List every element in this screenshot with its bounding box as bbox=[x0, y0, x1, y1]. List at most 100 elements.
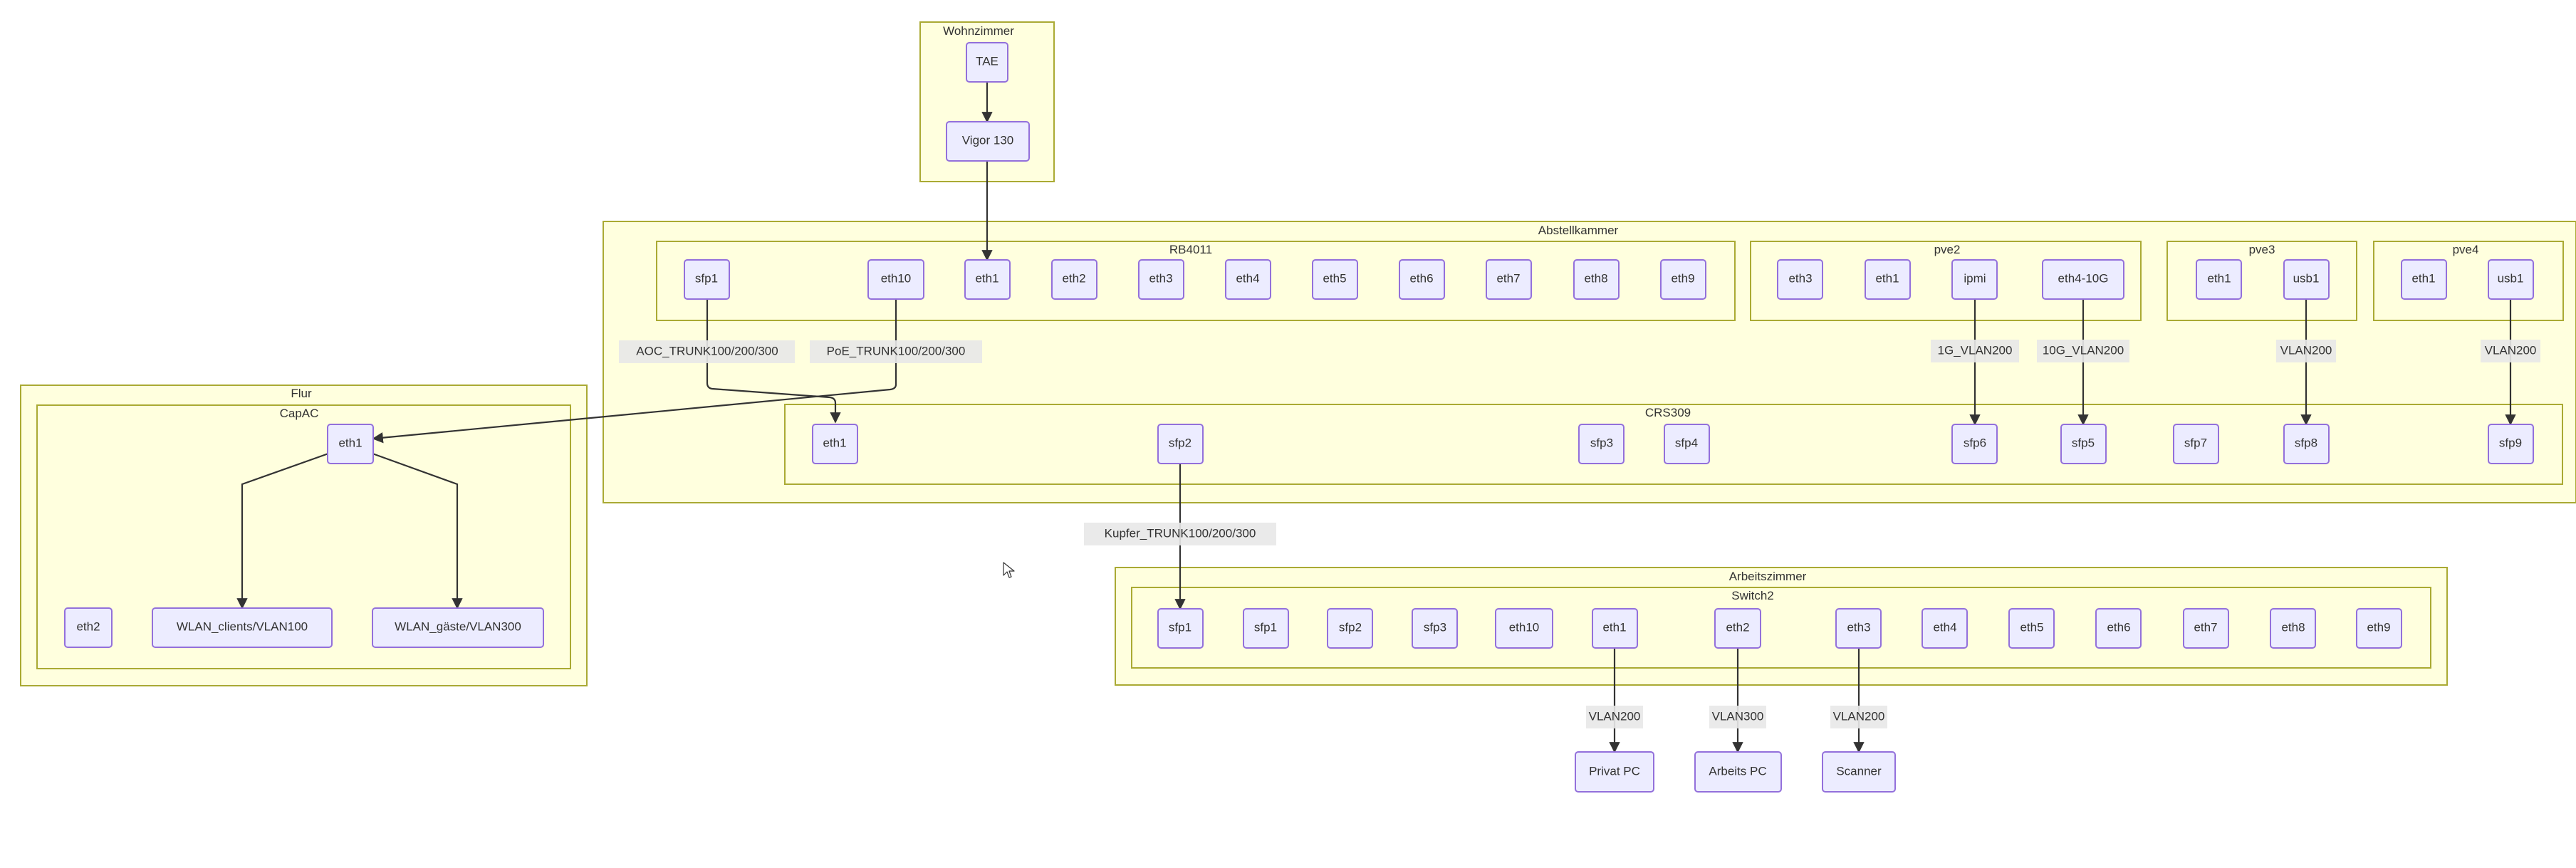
node-switch2-eth1[interactable]: eth1 bbox=[1592, 608, 1638, 649]
svg-text:sfp2: sfp2 bbox=[1339, 620, 1362, 634]
svg-text:eth7: eth7 bbox=[1496, 271, 1520, 285]
node-crs309-sfp6[interactable]: sfp6 bbox=[1951, 424, 1998, 464]
node-rb4011-eth1[interactable]: eth1 bbox=[964, 259, 1011, 300]
svg-text:ipmi: ipmi bbox=[1964, 271, 1986, 285]
svg-text:Kupfer_TRUNK100/200/300: Kupfer_TRUNK100/200/300 bbox=[1105, 526, 1256, 540]
svg-text:PoE_TRUNK100/200/300: PoE_TRUNK100/200/300 bbox=[827, 344, 966, 357]
edge-label-pve3: VLAN200 bbox=[2276, 340, 2336, 362]
node-tae[interactable]: TAE bbox=[966, 42, 1008, 83]
node-pve4-usb1[interactable]: usb1 bbox=[2488, 259, 2534, 300]
node-switch2-sfp3[interactable]: sfp3 bbox=[1412, 608, 1458, 649]
node-privat-pc[interactable]: Privat PC bbox=[1575, 751, 1654, 793]
node-crs309-sfp8[interactable]: sfp8 bbox=[2283, 424, 2330, 464]
cluster-rb4011: RB4011 bbox=[656, 241, 1736, 321]
node-rb4011-eth5[interactable]: eth5 bbox=[1312, 259, 1358, 300]
svg-text:WLAN_gäste/VLAN300: WLAN_gäste/VLAN300 bbox=[395, 619, 521, 633]
svg-text:sfp1: sfp1 bbox=[695, 271, 718, 285]
node-switch2-eth10[interactable]: eth10 bbox=[1495, 608, 1553, 649]
node-crs309-eth1[interactable]: eth1 bbox=[812, 424, 858, 464]
node-pve3-eth1[interactable]: eth1 bbox=[2196, 259, 2242, 300]
node-rb4011-eth8[interactable]: eth8 bbox=[1573, 259, 1620, 300]
svg-text:eth3: eth3 bbox=[1847, 620, 1870, 634]
node-switch2-eth5[interactable]: eth5 bbox=[2008, 608, 2055, 649]
node-capac-wlan-gaeste[interactable]: WLAN_gäste/VLAN300 bbox=[372, 607, 544, 648]
node-capac-wlan-clients[interactable]: WLAN_clients/VLAN100 bbox=[152, 607, 333, 648]
node-pve2-ipmi[interactable]: ipmi bbox=[1951, 259, 1998, 300]
svg-text:eth1: eth1 bbox=[2207, 271, 2231, 285]
node-crs309-sfp9[interactable]: sfp9 bbox=[2488, 424, 2534, 464]
node-pve2-eth3[interactable]: eth3 bbox=[1777, 259, 1823, 300]
node-switch2-sfp1-b[interactable]: sfp1 bbox=[1243, 608, 1289, 649]
node-rb4011-eth4[interactable]: eth4 bbox=[1225, 259, 1271, 300]
svg-text:VLAN200: VLAN200 bbox=[2280, 343, 2332, 357]
svg-text:sfp3: sfp3 bbox=[1424, 620, 1446, 634]
edge-label-10g: 10G_VLAN200 bbox=[2037, 340, 2129, 362]
node-rb4011-eth7[interactable]: eth7 bbox=[1486, 259, 1532, 300]
svg-text:sfp8: sfp8 bbox=[2295, 436, 2317, 449]
node-switch2-eth3[interactable]: eth3 bbox=[1835, 608, 1882, 649]
node-pve3-usb1[interactable]: usb1 bbox=[2283, 259, 2330, 300]
svg-text:sfp1: sfp1 bbox=[1169, 620, 1191, 634]
svg-text:sfp6: sfp6 bbox=[1964, 436, 1986, 449]
svg-text:AOC_TRUNK100/200/300: AOC_TRUNK100/200/300 bbox=[636, 344, 778, 357]
svg-text:1G_VLAN200: 1G_VLAN200 bbox=[1938, 343, 2013, 357]
svg-text:sfp5: sfp5 bbox=[2072, 436, 2095, 449]
node-crs309-sfp2[interactable]: sfp2 bbox=[1157, 424, 1204, 464]
node-switch2-eth8[interactable]: eth8 bbox=[2270, 608, 2316, 649]
svg-text:sfp7: sfp7 bbox=[2184, 436, 2207, 449]
node-crs309-sfp3[interactable]: sfp3 bbox=[1578, 424, 1625, 464]
cluster-pve2-title: pve2 bbox=[1934, 243, 1961, 256]
edge-cap-eth1-wlan-gaeste bbox=[372, 452, 463, 610]
edge-label-poe: PoE_TRUNK100/200/300 bbox=[810, 340, 982, 363]
cluster-rb4011-title: RB4011 bbox=[1169, 243, 1212, 256]
node-crs309-sfp5[interactable]: sfp5 bbox=[2060, 424, 2107, 464]
node-crs309-sfp7[interactable]: sfp7 bbox=[2173, 424, 2219, 464]
node-switch2-eth7[interactable]: eth7 bbox=[2183, 608, 2229, 649]
node-switch2-eth4[interactable]: eth4 bbox=[1921, 608, 1968, 649]
svg-text:eth2: eth2 bbox=[1726, 620, 1749, 634]
svg-text:eth1: eth1 bbox=[2411, 271, 2435, 285]
svg-text:eth4-10G: eth4-10G bbox=[2058, 271, 2109, 285]
node-rb4011-eth6[interactable]: eth6 bbox=[1399, 259, 1445, 300]
svg-text:eth8: eth8 bbox=[2281, 620, 2305, 634]
node-switch2-sfp1-a[interactable]: sfp1 bbox=[1157, 608, 1204, 649]
node-pve4-eth1[interactable]: eth1 bbox=[2401, 259, 2447, 300]
node-switch2-sfp2[interactable]: sfp2 bbox=[1327, 608, 1373, 649]
svg-text:VLAN300: VLAN300 bbox=[1712, 709, 1764, 723]
node-switch2-eth6[interactable]: eth6 bbox=[2095, 608, 2142, 649]
cluster-abstellkammer-title: Abstellkammer bbox=[1538, 224, 1619, 237]
node-rb4011-eth2[interactable]: eth2 bbox=[1051, 259, 1097, 300]
edge-label-kupfer: Kupfer_TRUNK100/200/300 bbox=[1084, 523, 1276, 545]
edge-label-ipmi: 1G_VLAN200 bbox=[1931, 340, 2019, 362]
node-rb4011-eth10[interactable]: eth10 bbox=[867, 259, 924, 300]
node-capac-eth2[interactable]: eth2 bbox=[64, 607, 113, 648]
edge-label-arbeits: VLAN300 bbox=[1709, 706, 1766, 728]
svg-text:eth5: eth5 bbox=[1323, 271, 1346, 285]
svg-text:eth4: eth4 bbox=[1236, 271, 1259, 285]
svg-text:sfp3: sfp3 bbox=[1590, 436, 1613, 449]
node-rb4011-eth3[interactable]: eth3 bbox=[1138, 259, 1184, 300]
svg-text:eth8: eth8 bbox=[1584, 271, 1607, 285]
node-pve2-eth1[interactable]: eth1 bbox=[1865, 259, 1911, 300]
edge-cap-eth1-wlan-clients bbox=[236, 452, 329, 610]
node-vigor-130[interactable]: Vigor 130 bbox=[946, 121, 1030, 162]
edge-label-scanner: VLAN200 bbox=[1830, 706, 1887, 728]
edge-label-aoc: AOC_TRUNK100/200/300 bbox=[619, 340, 795, 363]
svg-text:eth1: eth1 bbox=[338, 436, 362, 449]
node-scanner[interactable]: Scanner bbox=[1822, 751, 1896, 793]
cluster-arbeitszimmer-title: Arbeitszimmer bbox=[1729, 570, 1807, 583]
node-crs309-sfp4[interactable]: sfp4 bbox=[1664, 424, 1710, 464]
edge-label-pve4: VLAN200 bbox=[2481, 340, 2540, 362]
node-arbeits-pc[interactable]: Arbeits PC bbox=[1694, 751, 1782, 793]
node-pve2-eth4-10g[interactable]: eth4-10G bbox=[2042, 259, 2124, 300]
node-capac-eth1[interactable]: eth1 bbox=[327, 424, 374, 464]
edge-label-privat: VLAN200 bbox=[1586, 706, 1643, 728]
edges bbox=[236, 82, 2516, 753]
svg-text:eth3: eth3 bbox=[1149, 271, 1172, 285]
node-switch2-eth2[interactable]: eth2 bbox=[1714, 608, 1761, 649]
node-rb4011-sfp1[interactable]: sfp1 bbox=[684, 259, 730, 300]
node-rb4011-eth9[interactable]: eth9 bbox=[1660, 259, 1706, 300]
node-switch2-eth9[interactable]: eth9 bbox=[2356, 608, 2402, 649]
cluster-switch2: Switch2 bbox=[1131, 587, 2431, 669]
